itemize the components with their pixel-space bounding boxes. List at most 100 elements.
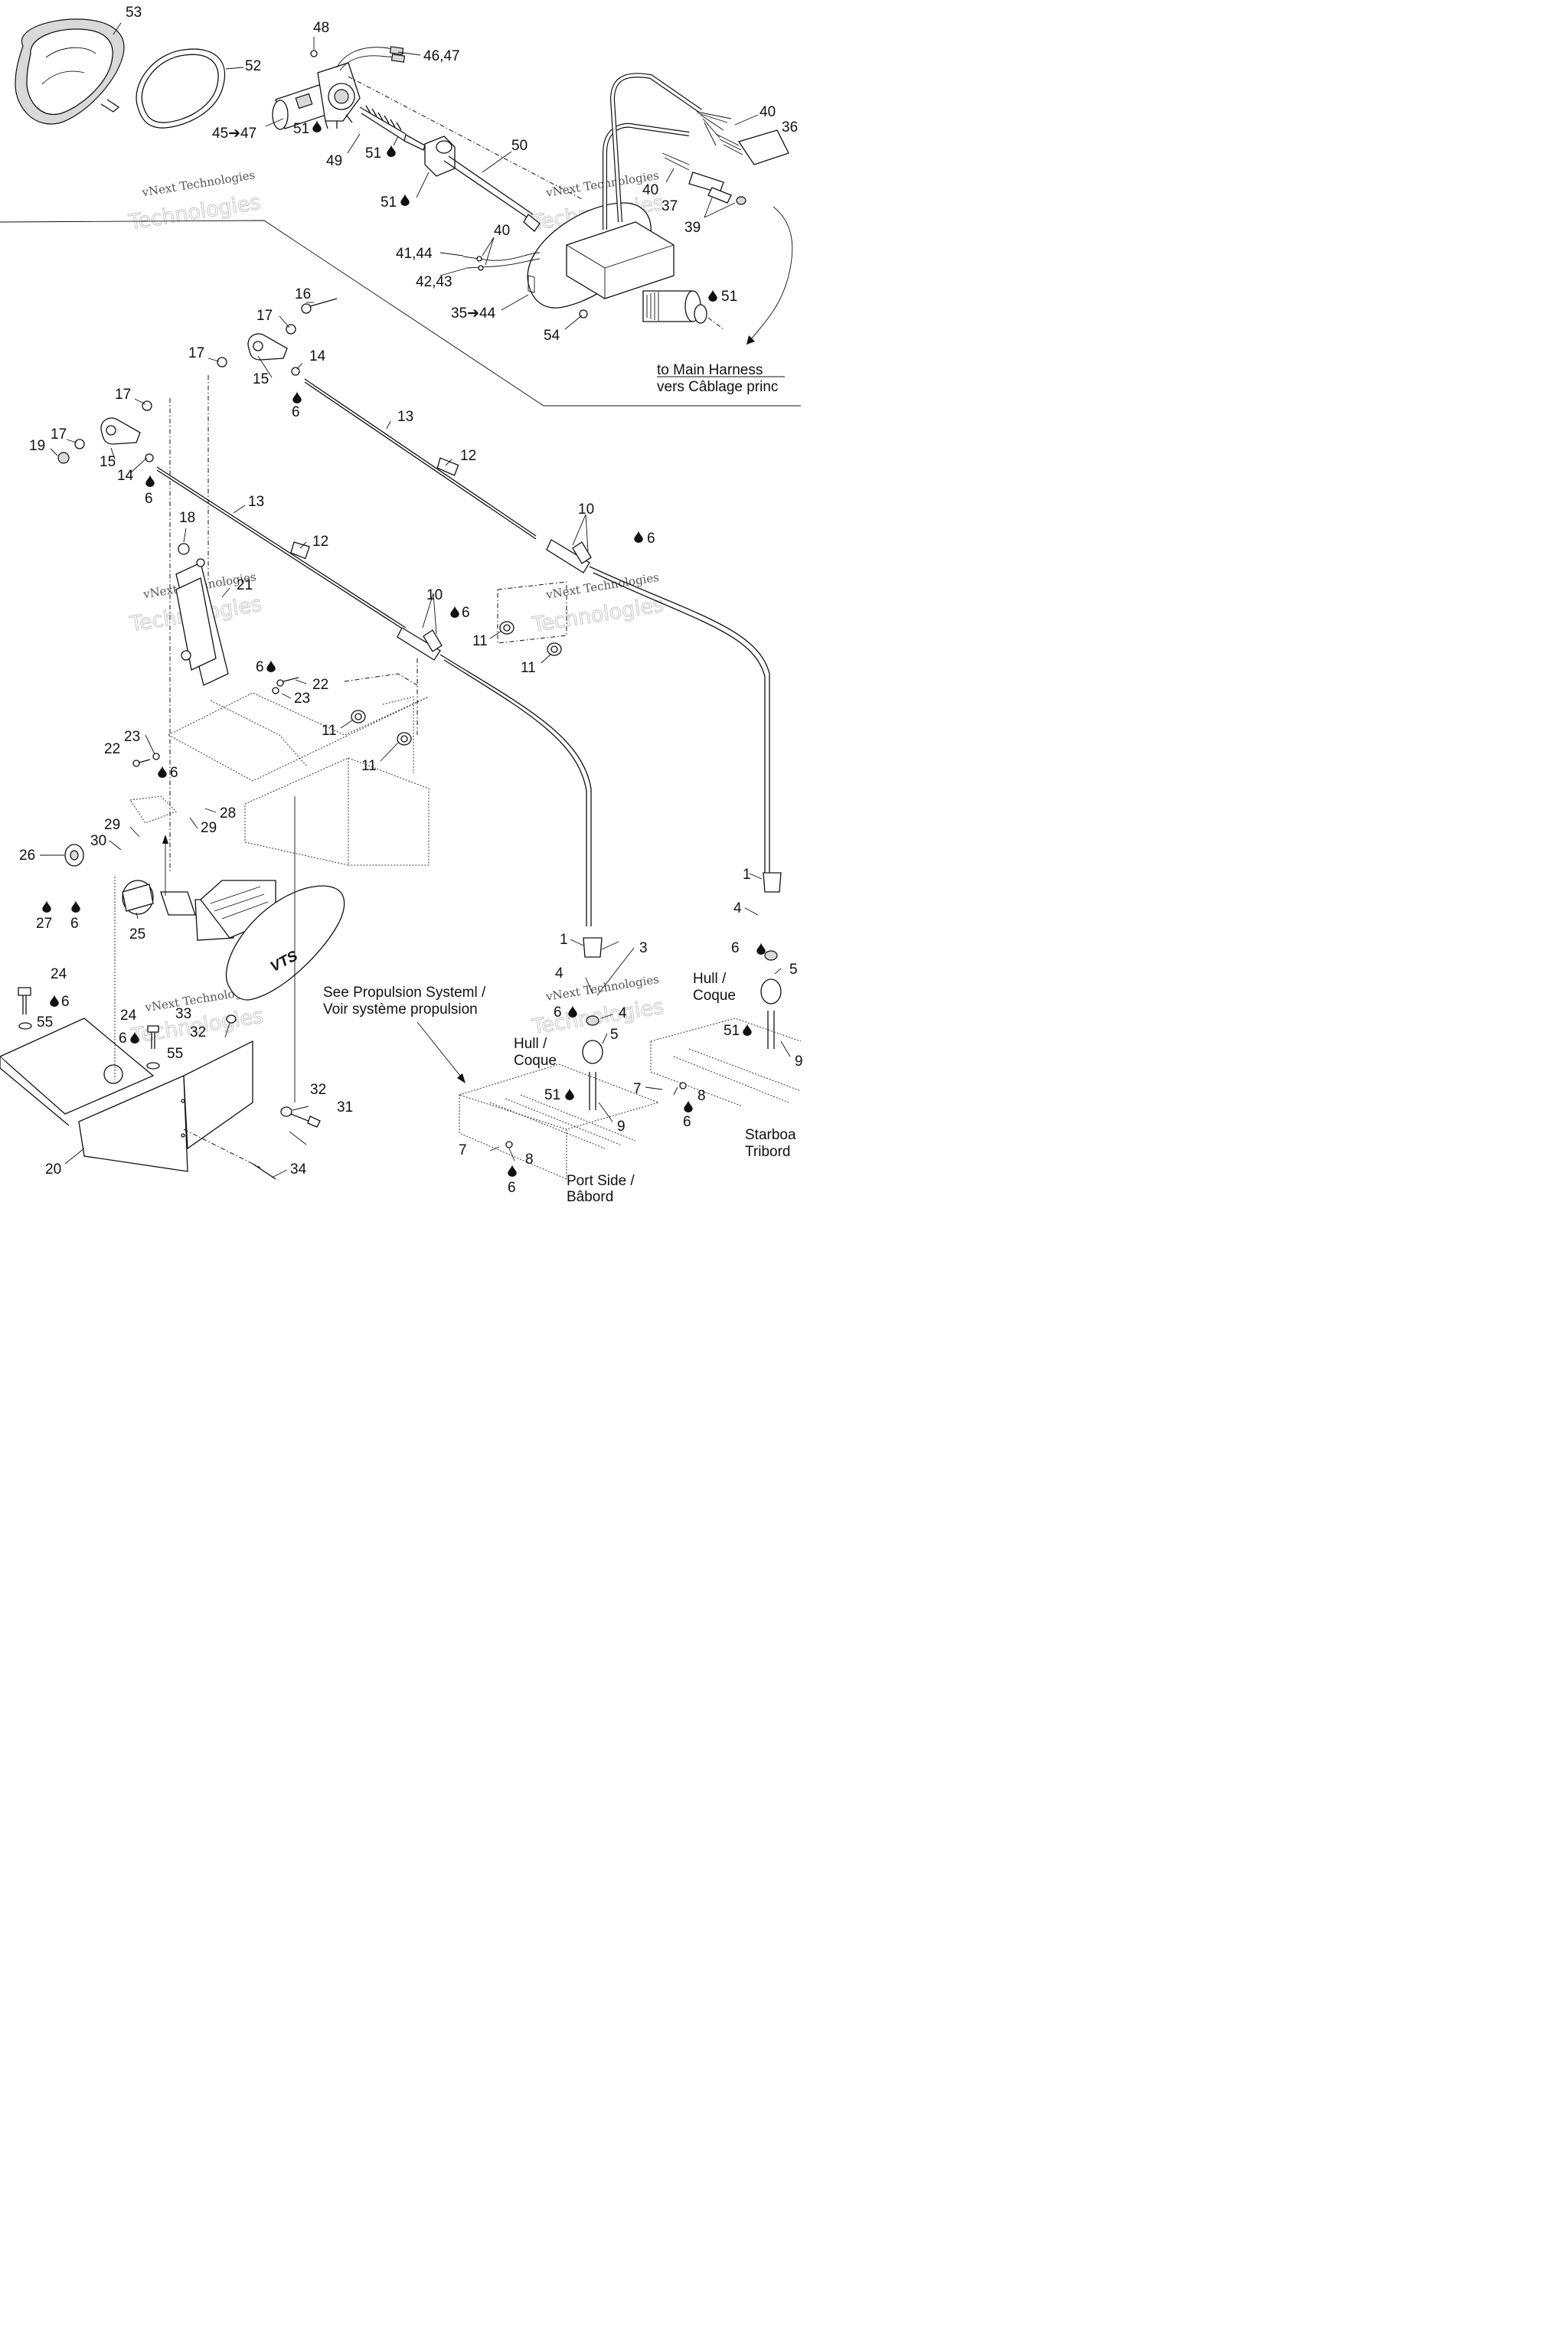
callout-11d: 11 [361,758,377,774]
callout-51f: 51 [724,1023,740,1039]
hull-label-en-starboard: Hull / [693,971,727,987]
drop-icon [568,1005,577,1018]
callout-23b: 23 [124,729,140,745]
callout-19: 19 [29,438,45,454]
callout-26: 26 [19,848,35,864]
callout-53: 53 [126,5,142,21]
control-unit-vts: VTS [64,844,345,1001]
callout-7a: 7 [459,1142,467,1158]
callout-37: 37 [662,198,678,214]
callout-1b: 1 [743,867,751,883]
callout-17a: 17 [256,308,273,324]
callout-25: 25 [129,926,145,942]
callout-28: 28 [220,805,236,822]
drop-icon [312,120,322,132]
callout-32b: 32 [310,1082,326,1098]
callout-5a: 5 [610,1027,619,1043]
callout-51d: 51 [721,289,737,305]
arrowhead [746,335,755,345]
callout-52: 52 [245,58,261,74]
callout-6j: 6 [554,1004,562,1021]
callout-12a: 12 [460,448,476,464]
callout-8b: 8 [697,1088,706,1104]
arrowhead [457,1073,466,1083]
drop-icon [158,766,167,778]
drop-icon [50,995,59,1007]
callout-6e: 6 [256,659,264,675]
callout-13b: 13 [248,494,264,510]
bracket-20 [0,877,253,1172]
drop-icon [634,531,643,543]
main-harness-label-en: to Main Harness [657,362,763,378]
watermark-4: vNext Technologies Technologies [529,570,665,638]
callout-17d: 17 [51,426,67,443]
port-side-label-en: Port Side / [567,1173,635,1189]
callout-12b: 12 [312,534,328,550]
callout-6f: 6 [170,765,178,781]
drop-icon [565,1088,574,1100]
callout-6l: 6 [731,940,740,956]
rod-50-and-bracket [424,136,541,232]
propulsion-arrow [416,1021,464,1080]
callout-1a: 1 [560,932,568,948]
callout-14b: 14 [117,468,134,484]
drop-icon [145,475,155,487]
drop-icon [292,391,302,403]
callout-21: 21 [237,577,253,593]
callout-10a: 10 [578,501,594,518]
callout-11b: 11 [521,660,536,676]
drop-icon [387,145,396,157]
callout-11c: 11 [322,723,337,739]
screw-drive-49 [359,105,426,151]
callout-55a: 55 [37,1014,53,1031]
callout-48: 48 [313,20,329,36]
callout-6b: 6 [145,491,153,507]
gasket-part-52 [136,48,226,129]
harness-tubes [603,73,702,230]
hull-label-fr-starboard: Coque [693,988,736,1004]
callout-6c: 6 [647,531,655,547]
nozzle-port [458,937,660,1180]
callout-29a: 29 [201,820,217,836]
callout-3: 3 [639,940,648,956]
connector-37-39 [662,152,746,205]
callout-11a: 11 [472,633,488,649]
callout-4b: 4 [619,1005,627,1021]
callout-42-43: 42,43 [416,274,452,290]
section-frame-line [0,220,801,407]
callout-35-44: 35➔44 [451,305,496,322]
watermark-6: vNext Technologies Technologies [529,972,665,1040]
callout-55b: 55 [167,1046,183,1062]
callout-9a: 9 [617,1119,626,1135]
callout-49: 49 [326,153,342,169]
see-propulsion-label-2: Voir système propulsion [323,1001,478,1018]
drop-icon [450,606,459,618]
callout-22a: 22 [312,677,328,693]
cable-upper [304,378,770,873]
callout-30: 30 [90,833,106,849]
starboard-label-en: Starboa [745,1127,796,1143]
arrowhead [162,835,168,844]
hull-label-en-port: Hull / [514,1036,547,1052]
ball-joints-14-19 [57,298,338,464]
callout-24a: 24 [51,966,67,982]
callout-4c: 4 [733,900,742,916]
wires-40-44 [462,252,541,271]
vts-exploded-parts-diagram: vNext Technologies Technologies vNext Te… [0,5,803,1205]
callout-29b: 29 [104,817,120,833]
callout-15b: 15 [100,454,116,470]
callout-31: 31 [337,1099,353,1116]
callout-14a: 14 [309,348,326,364]
port-side-label-fr: Bâbord [567,1189,613,1205]
callout-9b: 9 [795,1054,803,1070]
main-harness-label-fr: vers Câblage princ [657,379,778,395]
hull-label-fr-port: Coque [514,1053,557,1069]
drop-icon [708,289,717,302]
mounting-bracket-dotted [129,692,430,866]
callout-51a: 51 [293,121,309,137]
drop-icon [508,1165,517,1177]
callout-13a: 13 [397,409,413,425]
link-arm-21 [175,543,229,686]
callout-6h: 6 [61,994,70,1010]
bolts-22-23 [132,677,299,767]
